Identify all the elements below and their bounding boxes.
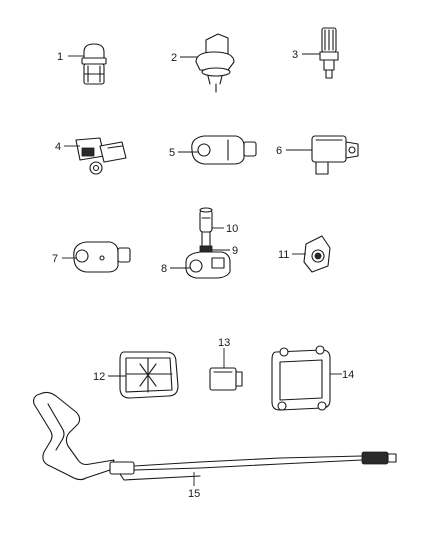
callout-10: 10 (226, 223, 238, 235)
part-13-module (209, 367, 243, 391)
callout-7: 7 (52, 253, 58, 265)
part-12-cover (119, 351, 179, 399)
part-6-sensor (311, 135, 359, 175)
callout-12: 12 (93, 371, 105, 383)
callout-9: 9 (232, 245, 238, 257)
part-15-sensor-harness (33, 391, 397, 481)
part-14-module (271, 345, 331, 411)
part-3-sensor (319, 27, 339, 79)
callout-3: 3 (292, 49, 298, 61)
part-2-switch (195, 33, 235, 93)
callout-4: 4 (55, 141, 61, 153)
part-8-10-tpms-sensor (185, 207, 231, 279)
part-4-sensor (75, 137, 127, 175)
callout-5: 5 (169, 147, 175, 159)
part-7-sensor (73, 241, 131, 273)
part-5-sensor (191, 135, 257, 165)
part-1-sensor (81, 43, 107, 85)
callout-14: 14 (342, 369, 354, 381)
callout-1: 1 (57, 51, 63, 63)
callout-13: 13 (218, 337, 230, 349)
callout-2: 2 (171, 52, 177, 64)
callout-15: 15 (188, 488, 200, 500)
callout-11: 11 (278, 249, 289, 261)
part-11-switch (303, 235, 331, 273)
callout-6: 6 (276, 145, 282, 157)
callout-8: 8 (161, 263, 167, 275)
